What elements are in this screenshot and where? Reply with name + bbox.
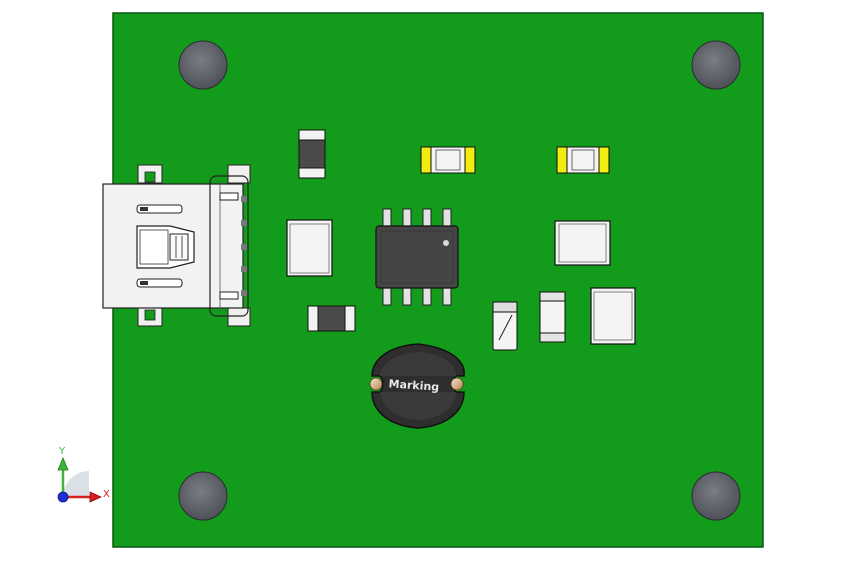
diode[interactable] <box>492 301 518 351</box>
coordinate-triad: Y X <box>57 446 110 503</box>
capacitor-white-right[interactable] <box>554 220 611 266</box>
capacitor-yellow-left[interactable] <box>420 146 476 174</box>
capacitor-right-bottom[interactable] <box>590 287 636 345</box>
mounting-hole-top-right[interactable] <box>691 40 741 90</box>
power-inductor[interactable]: Marking <box>369 343 465 429</box>
inductor-marking: Marking <box>388 377 439 393</box>
y-axis-arrowhead <box>57 456 69 471</box>
capacitor-yellow-right[interactable] <box>556 146 610 174</box>
mounting-hole-top-left[interactable] <box>178 40 228 90</box>
mounting-hole-bottom-right[interactable] <box>691 471 741 521</box>
x-axis-arrowhead <box>89 491 102 503</box>
capacitor-small[interactable] <box>539 291 566 343</box>
resistor-bottom[interactable] <box>307 305 356 332</box>
z-axis-dot <box>57 491 69 503</box>
resistor-top[interactable] <box>298 129 326 179</box>
x-axis-label: X <box>103 489 110 500</box>
mounting-hole-bottom-left[interactable] <box>178 471 228 521</box>
y-axis-label: Y <box>58 446 66 457</box>
capacitor-white-left[interactable] <box>286 219 333 277</box>
usb-connector[interactable] <box>102 164 251 327</box>
ic-soic8[interactable] <box>375 208 459 306</box>
